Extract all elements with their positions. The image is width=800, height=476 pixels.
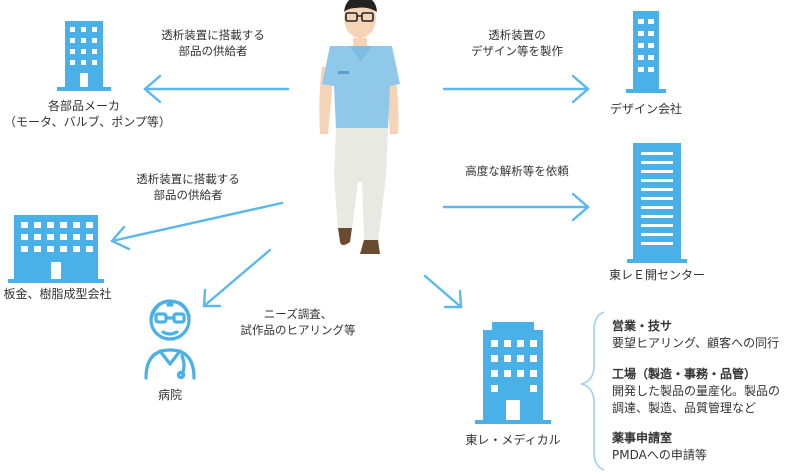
edge-label-line: 透析装置に搭載する (136, 172, 240, 186)
node-label-parts-maker: 各部品メーカ （モータ、バルブ、ポンプ等） (4, 98, 171, 130)
building-icon (475, 322, 551, 424)
node-sublabel: （モータ、バルブ、ポンプ等） (4, 115, 171, 129)
edge-label-line: 高度な解析等を依頼 (465, 164, 569, 178)
edge-label-parts-maker: 透析装置に搭載する 部品の供給者 (128, 27, 298, 59)
arrow-to-toray-center (442, 192, 590, 222)
edge-label-line: 透析装置の (488, 28, 546, 42)
arrow-to-hospital (202, 248, 272, 308)
edge-label-line: 部品の供給者 (153, 188, 223, 202)
building-icon (626, 11, 666, 93)
edge-label-hospital: ニーズ調査、 試作品のヒアリング等 (213, 306, 383, 338)
role-sales: 営業・技サ 要望ヒアリング、顧客への同行 (612, 318, 779, 352)
node-label: デザイン会社 (609, 102, 682, 116)
node-label: 板金、樹脂成型会社 (3, 287, 112, 301)
arrow-to-design-company (442, 74, 590, 104)
edge-label-line: 透析装置に搭載する (161, 28, 265, 42)
arrow-to-toray-medical (423, 274, 463, 309)
node-label-design-company: デザイン会社 (586, 101, 706, 117)
arrow-to-parts-maker (143, 74, 290, 104)
node-label-sheet-metal: 板金、樹脂成型会社 (0, 286, 115, 302)
role-description: PMDAへの申請等 (612, 448, 707, 462)
building-icon (8, 215, 104, 283)
edge-label-line: 試作品のヒアリング等 (240, 323, 356, 337)
tower-building-icon (627, 143, 687, 263)
node-label: 東レ・メディカル (465, 433, 561, 447)
role-factory: 工場（製造・事務・品管） 開発した製品の量産化。製品の 調達、製造、品質管理など (612, 366, 780, 417)
node-label-hospital: 病院 (140, 387, 200, 403)
role-description: 調達、製造、品質管理など (612, 401, 757, 415)
node-label-toray-center: 東レＥ開センター (596, 267, 718, 283)
person-illustration (319, 0, 400, 254)
node-label-toray-medical: 東レ・メディカル (455, 432, 571, 448)
roles-brace (579, 311, 605, 471)
arrow-to-sheet-metal (110, 201, 284, 251)
role-description: 要望ヒアリング、顧客への同行 (612, 336, 780, 350)
role-heading: 営業・技サ (612, 319, 673, 333)
edge-label-line: ニーズ調査、 (263, 307, 333, 321)
edge-label-line: 部品の供給者 (178, 44, 248, 58)
edge-label-design-company: 透析装置の デザイン等を製作 (432, 27, 602, 59)
building-icon (57, 21, 111, 91)
edge-label-toray-center: 高度な解析等を依頼 (432, 163, 602, 179)
role-heading: 薬事申請室 (612, 431, 673, 445)
role-regulatory: 薬事申請室 PMDAへの申請等 (612, 430, 707, 464)
doctor-icon (144, 299, 196, 380)
edge-label-line: デザイン等を製作 (471, 44, 563, 58)
node-label: 各部品メーカ (47, 99, 120, 113)
edge-label-sheet-metal: 透析装置に搭載する 部品の供給者 (103, 171, 273, 203)
node-label: 病院 (157, 388, 182, 402)
role-description: 開発した製品の量産化。製品の (612, 384, 781, 398)
role-heading: 工場（製造・事務・品管） (612, 367, 757, 381)
node-label: 東レＥ開センター (608, 268, 705, 282)
